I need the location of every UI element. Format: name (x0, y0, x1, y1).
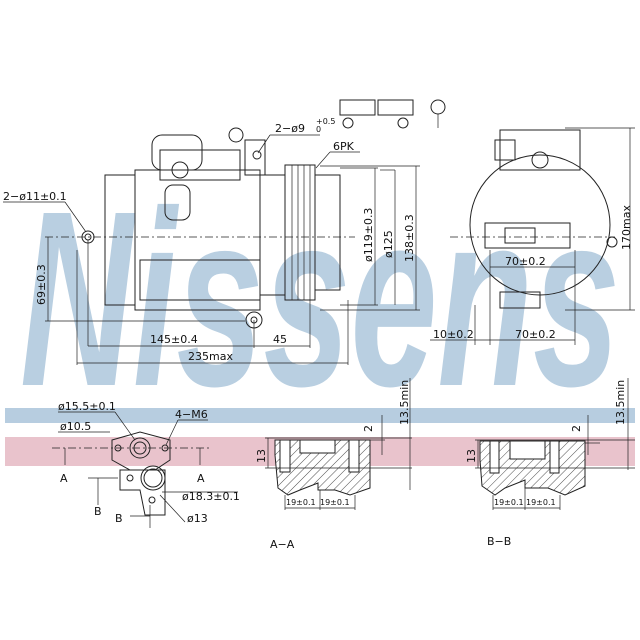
len-45-label: 45 (273, 333, 287, 346)
aa-step-label: 2 (362, 425, 375, 432)
len-145-label: 145±0.4 (150, 333, 198, 346)
bb-step-label: 2 (570, 425, 583, 432)
bb-pitch-2: 19±0.1 (526, 498, 556, 507)
height-69-label: 69±0.3 (35, 264, 48, 305)
section-a-left: A (60, 472, 68, 485)
dia-10-5-label: ø10.5 (60, 420, 91, 433)
dia-18-3-label: ø18.3±0.1 (182, 490, 240, 503)
top-holes-tol-upper: +0.5 (316, 117, 335, 126)
side-view: 2−ø11±0.1 2−ø9 +0.5 0 6PK ø119±0.3 ø125 … (3, 99, 446, 365)
watermark: Nissens (5, 159, 635, 466)
dia-119-label: ø119±0.3 (362, 208, 375, 262)
aa-height-label: 13 (255, 449, 268, 463)
len-235-label: 235max (188, 350, 233, 363)
height-170-label: 170max (620, 205, 633, 250)
dia-13-label: ø13 (187, 512, 208, 525)
belt-label: 6PK (333, 140, 355, 153)
bb-pitch-1: 19±0.1 (494, 498, 524, 507)
height-138-label: 138±0.3 (403, 214, 416, 262)
watermark-text: Nissens (20, 159, 620, 438)
bb-depth-label: 13.5min (614, 380, 627, 425)
top-holes-tol-lower: 0 (316, 125, 321, 134)
dia-125-label: ø125 (382, 230, 395, 258)
threads-label: 4−M6 (175, 408, 208, 421)
blue-band (5, 408, 635, 423)
offset-10-label: 10±0.2 (433, 328, 474, 341)
front-view: 170max 70±0.2 10±0.2 70±0.2 (430, 127, 635, 345)
top-holes-label: 2−ø9 (275, 122, 305, 135)
aa-title: A−A (270, 538, 295, 551)
width-70-bottom-label: 70±0.2 (515, 328, 556, 341)
aa-depth-label: 13.5min (398, 380, 411, 425)
section-aa: 13.5min 2 13 19±0.1 19±0.1 A−A (255, 378, 412, 551)
aa-pitch-1: 19±0.1 (286, 498, 316, 507)
bb-title: B−B (487, 535, 511, 548)
section-b-upper: B (94, 505, 102, 518)
dia-15-5-label: ø15.5±0.1 (58, 400, 116, 413)
section-bb: 13.5min 2 13 19±0.1 19±0.1 B−B (465, 378, 635, 548)
aa-pitch-2: 19±0.1 (320, 498, 350, 507)
port-view: ø15.5±0.1 ø10.5 4−M6 ø18.3±0.1 ø13 A A B… (52, 400, 240, 528)
width-70-top-label: 70±0.2 (505, 255, 546, 268)
section-b-lower: B (115, 512, 123, 525)
section-a-right: A (197, 472, 205, 485)
mount-holes-label: 2−ø11±0.1 (3, 190, 67, 203)
bb-height-label: 13 (465, 449, 478, 463)
